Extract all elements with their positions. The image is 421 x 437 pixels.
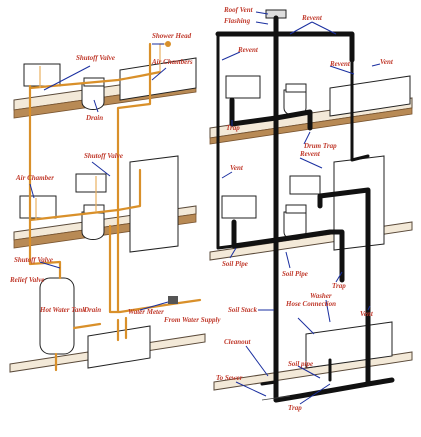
- water-meter: [168, 296, 178, 304]
- bathtub-right-top: [329, 75, 411, 117]
- pointer-shutoff-top: [43, 65, 91, 91]
- pointer-air-chambers-top: [151, 67, 167, 81]
- label-revent-left: Revent: [237, 46, 259, 54]
- label-to-sewer: To Sewer: [216, 374, 243, 382]
- label-shower-head: Shower Head: [152, 32, 192, 40]
- label-air-chamber-mid: Air Chamber: [15, 174, 54, 182]
- pointer-trap-low: [299, 383, 331, 405]
- label-trap-mid: Trap: [332, 282, 346, 290]
- shower-stall-right: [333, 155, 385, 251]
- label-shutoff-valve-top: Shutoff Valve: [76, 54, 115, 62]
- supply-drain-line: [54, 322, 102, 372]
- shower-head: [165, 41, 171, 47]
- pointer-revent-right: [329, 65, 355, 75]
- label-soil-stack: Soil Stack: [228, 306, 257, 314]
- label-vent-left: Vent: [230, 164, 244, 172]
- sink-left-mid: [19, 195, 57, 219]
- pointer-soil-pipe-left: [229, 247, 237, 259]
- label-air-chambers-top: Air Chambers: [151, 58, 193, 66]
- supply-branch-top: [28, 70, 162, 90]
- label-trap-low: Trap: [288, 404, 302, 412]
- pointer-to-sewer: [235, 381, 267, 397]
- label-cleanout: Cleanout: [224, 338, 252, 346]
- pointer-vent-left: [221, 171, 233, 179]
- vent-right-mid: [317, 187, 371, 387]
- label-shutoff-valve-low: Shutoff Valve: [14, 256, 53, 264]
- sink-center-right-mid: [289, 175, 321, 195]
- pointer-washer: [325, 299, 331, 323]
- soil-pipe-low: [273, 377, 395, 403]
- revent-left: [216, 32, 236, 250]
- pointer-vent-low: [367, 305, 371, 311]
- laundry-tub-left: [87, 325, 151, 369]
- label-flashing: Flashing: [224, 17, 251, 25]
- shower-stall-left: [129, 155, 179, 253]
- label-revent-right: Revent: [329, 60, 351, 68]
- toilet-left-mid: [81, 211, 105, 240]
- pointer-vent-right: [371, 63, 381, 67]
- label-water-meter: Water Meter: [128, 308, 164, 316]
- labels: Shower Head Shutoff Valve Air Chambers D…: [9, 6, 394, 412]
- pointer-shutoff-low: [39, 261, 61, 269]
- pointer-flashing: [255, 21, 269, 25]
- label-relief-valve: Relief Valve: [9, 276, 44, 284]
- label-revent-mid: Revent: [299, 150, 321, 158]
- label-soil-pipe-mid: Soil Pipe: [282, 270, 308, 278]
- toilet-tank-right-mid: [285, 204, 307, 214]
- pointer-hose-connection: [297, 317, 315, 335]
- cleanout-stub: [260, 380, 278, 386]
- label-roof-vent: Roof Vent: [223, 6, 254, 14]
- pointer-drum-trap: [303, 131, 311, 145]
- toilet-tank-right-top: [285, 83, 307, 93]
- label-hose-connection: Hose Connection: [285, 300, 336, 308]
- cleanout-base: [261, 395, 291, 401]
- label-hot-water-tank: Hot Water Tank: [39, 306, 86, 314]
- pointer-revent-left: [221, 51, 241, 61]
- pointer-revent-top: [289, 21, 337, 35]
- label-shutoff-valve-mid: Shutoff Valve: [84, 152, 123, 160]
- supply-to-tub: [116, 316, 128, 342]
- hot-water-tank: [39, 277, 75, 355]
- bathtub-left-top: [119, 57, 197, 101]
- supply-hot-line: [28, 84, 62, 280]
- supply-side: [9, 41, 206, 373]
- label-vent-low: Vent: [360, 310, 374, 318]
- sink-right-top: [225, 75, 261, 99]
- drain-side: [209, 9, 413, 405]
- pointer-soil-pipe-mid: [285, 251, 291, 269]
- pointer-roof-vent: [255, 11, 269, 15]
- pointer-trap-mid: [335, 271, 343, 283]
- supply-detail-lines: [35, 43, 168, 220]
- label-soil-pipe-low: Soil pipe: [288, 360, 313, 368]
- label-drain-top: Drain: [85, 114, 103, 122]
- drain-top: [229, 97, 313, 131]
- label-trap-top: Trap: [226, 124, 240, 132]
- pointer-cleanout: [245, 345, 269, 377]
- pointer-revent-mid: [299, 157, 323, 169]
- label-washer: Washer: [310, 292, 332, 300]
- supply-branch-mid: [28, 168, 142, 222]
- revent-right: [350, 58, 370, 162]
- label-revent-top: Revent: [301, 14, 323, 22]
- toilet-left-top: [81, 83, 105, 110]
- pointer-drain-top: [93, 99, 99, 113]
- pointer-water-meter: [139, 301, 169, 311]
- label-soil-pipe-left: Soil Pipe: [222, 260, 248, 268]
- pointer-shutoff-mid: [91, 161, 111, 177]
- label-drain-low: Drain: [83, 306, 101, 314]
- label-relief-valve-text: Relief Valve: [9, 276, 44, 284]
- label-drum-trap: Drum Trap: [303, 142, 337, 150]
- sink-center-mid: [75, 173, 107, 193]
- drain-mid: [231, 219, 345, 283]
- label-vent-right: Vent: [380, 58, 394, 66]
- pointer-air-chamber-mid: [29, 183, 35, 199]
- pointer-soil-pipe-low: [297, 365, 321, 379]
- sink-left-top: [23, 63, 61, 87]
- sink-right-mid: [221, 195, 257, 219]
- vent-loop-top: [215, 31, 355, 63]
- label-from-water-supply: From Water Supply: [164, 316, 221, 324]
